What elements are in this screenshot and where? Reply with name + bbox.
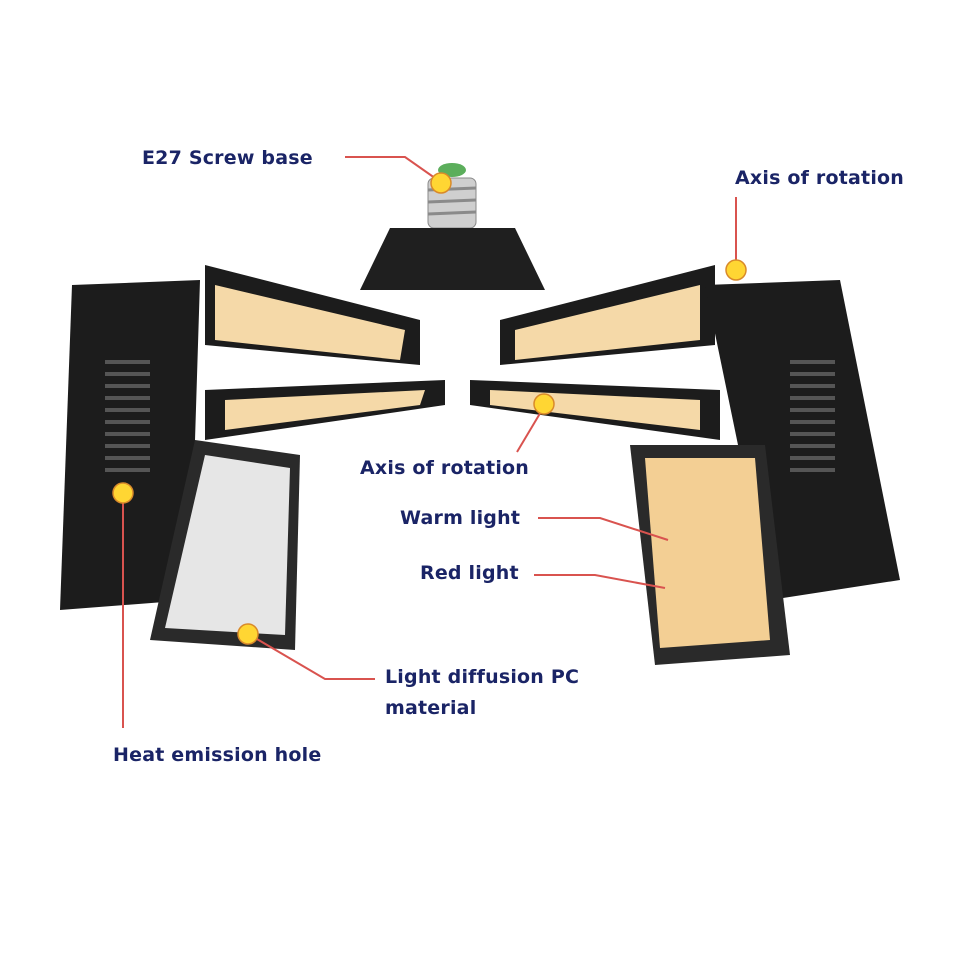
marker-heat — [112, 482, 134, 504]
e27-base — [360, 163, 545, 290]
label-light-diffusion-line2: material — [385, 697, 477, 719]
label-axis-of-rotation-center: Axis of rotation — [360, 457, 530, 479]
label-axis-of-rotation-top: Axis of rotation — [735, 167, 905, 189]
label-red-light: Red light — [420, 562, 519, 584]
label-heat-emission-hole: Heat emission hole — [113, 744, 322, 766]
marker-diffusion — [237, 623, 259, 645]
marker-axis-center — [533, 393, 555, 415]
markers — [112, 172, 747, 645]
label-light-diffusion-line1: Light diffusion PC — [385, 666, 580, 688]
leader-lines — [122, 156, 737, 728]
label-e27-screw-base: E27 Screw base — [142, 147, 313, 169]
label-warm-light: Warm light — [400, 507, 521, 529]
marker-e27 — [430, 172, 452, 194]
marker-axis-top — [725, 259, 747, 281]
